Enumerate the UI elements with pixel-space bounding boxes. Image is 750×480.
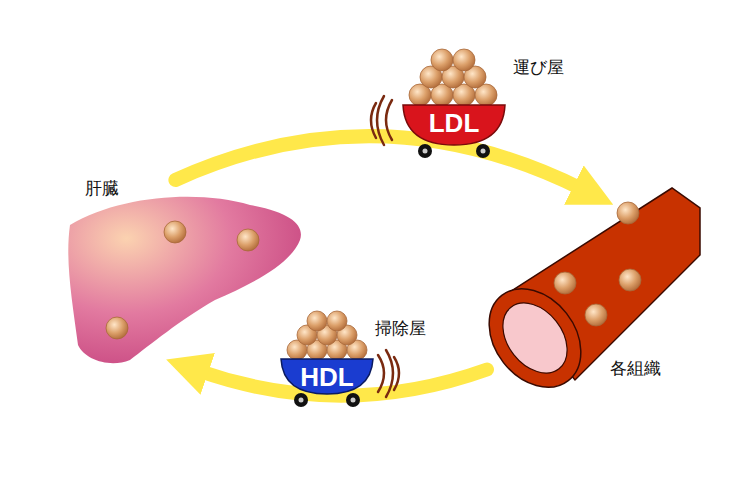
motion-line	[377, 96, 384, 145]
node-shape	[65, 178, 305, 373]
blood-vessel: 各組織	[485, 185, 700, 390]
motion-line	[371, 103, 376, 138]
motion-line	[386, 100, 392, 140]
cart-label: HDL	[281, 362, 373, 392]
tissue-label: 各組織	[610, 358, 661, 378]
motion-line	[394, 357, 399, 390]
role-label: 掃除屋	[375, 318, 426, 338]
liver-organ: 肝臓	[65, 178, 305, 373]
node-shape	[485, 185, 700, 390]
role-label: 運び屋	[513, 57, 564, 77]
motion-line	[386, 350, 393, 397]
ldl-cart: 運び屋 LDL	[395, 45, 570, 165]
cart-label: LDL	[403, 108, 505, 138]
cycle-arrow	[175, 136, 581, 189]
motion-line	[378, 355, 384, 392]
hdl-cart: 掃除屋 HDL	[275, 312, 435, 409]
organ-label: 肝臓	[85, 178, 119, 198]
